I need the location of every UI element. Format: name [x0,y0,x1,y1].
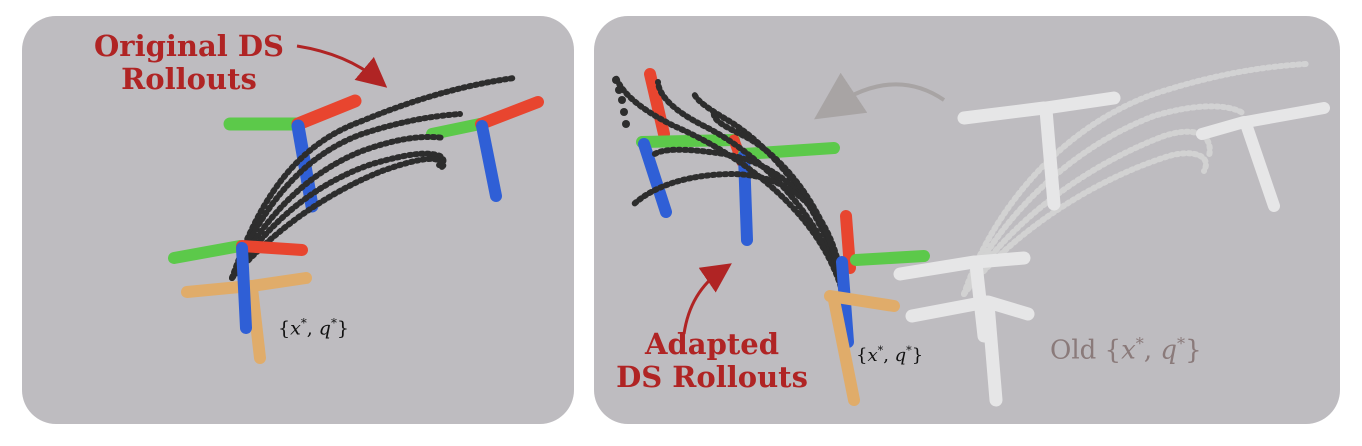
ghost-frame [1196,102,1330,212]
shift-arrow [814,72,946,120]
adapted-rollouts-scene [612,61,1330,407]
label-line-1: Original DS [94,29,284,63]
ghost-goal-frame [893,251,1035,407]
original-rollouts-label: Original DS Rollouts [74,29,304,97]
goal-pose-label: {x*, q*} [856,344,924,366]
adapted-rollouts-panel: Adapted DS Rollouts {x*, q*} Old {x*, q*… [594,16,1340,424]
adapted-rollout-trajectories [613,75,847,301]
original-rollouts-scene [168,44,544,364]
rollout-start-beads [612,76,630,128]
label-line-2: Rollouts [121,62,257,97]
goal-frame [824,290,900,406]
old-scene-ghost [893,61,1330,407]
adapted-rollouts-label: Adapted DS Rollouts [612,327,812,395]
label-line-2: DS Rollouts [616,360,808,395]
coordinate-frame [168,240,308,334]
old-goal-pose-label: Old {x*, q*} [1050,334,1202,366]
label-pointer-arrow [296,44,388,88]
ghost-frame [957,91,1121,211]
label-pointer-arrow [682,263,732,335]
label-line-1: Adapted [645,327,779,361]
goal-pose-label: {x*, q*} [278,316,349,340]
coordinate-frame [636,68,740,218]
ds-rollout-trajectories [229,75,517,281]
original-rollouts-panel: Original DS Rollouts {x*, q*} [22,16,574,424]
coordinate-frame [426,96,544,202]
coordinate-frame [836,210,930,348]
